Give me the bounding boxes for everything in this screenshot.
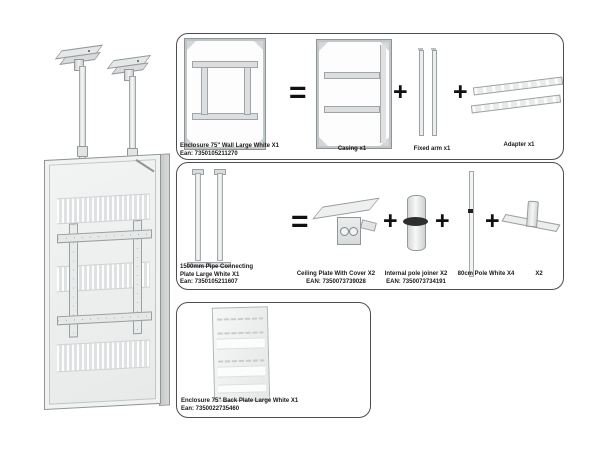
pole-foot-label: X2 (535, 271, 543, 277)
product-name: Enclosure 75" Wall Large White X1 (180, 143, 279, 149)
enclosure-front-panel (44, 153, 161, 410)
product-ean: Ean: 7350105211270 (180, 150, 238, 157)
kit-box-wall-enclosure: Enclosure 75" Wall Large White X1 Ean: 7… (176, 33, 564, 160)
product-ean: Ean: 7350022735460 (181, 405, 240, 412)
product-label: Enclosure 75" Wall Large White X1 Ean: 7… (180, 143, 279, 158)
product-name-line1: 1500mm Pipe Connecting (180, 264, 254, 270)
pole-80cm-label: 80cm Pole White X4 (457, 271, 515, 277)
pole-collar-shape (77, 146, 88, 157)
plus-symbol: + (453, 78, 468, 106)
plus-symbol: + (393, 78, 408, 106)
product-ean: Ean: 7350105211607 (180, 279, 238, 285)
equals-symbol: = (291, 205, 309, 238)
pole-foot-drawing (501, 200, 561, 245)
adapter-drawing (470, 76, 564, 128)
fixed-arm-label: Fixed arm x1 (413, 146, 451, 152)
part-name: Internal pole joiner X2 (384, 271, 448, 277)
pole-joiner-drawing (403, 193, 429, 251)
ceiling-plate-drawing (312, 193, 380, 253)
equals-symbol: = (289, 76, 307, 109)
product-name: Enclosure 75" Back Plate Large White X1 (181, 398, 299, 404)
part-name: Ceiling Plate With Cover X2 (296, 271, 376, 277)
ceiling-plate-label: Ceiling Plate With Cover X2 EAN: 7350073… (271, 271, 401, 286)
plus-symbol: + (435, 207, 450, 235)
part-ean: EAN: 7350073734191 (386, 278, 446, 285)
casing-label: Casing x1 (337, 146, 367, 152)
adapter-label: Adapter x1 (503, 142, 535, 148)
plus-symbol: + (383, 207, 398, 235)
casing-drawing (316, 39, 392, 149)
pole-80cm-drawing (467, 171, 475, 277)
vent-slots (57, 339, 150, 373)
pole-joiner-label: Internal pole joiner X2 EAN: 73500737341… (351, 271, 481, 286)
part-ean: EAN: 7350073739028 (306, 278, 366, 285)
plus-symbol: + (485, 207, 500, 235)
fixed-arm-drawing (417, 48, 439, 136)
main-product-illustration (0, 0, 180, 450)
wall-enclosure-drawing (184, 38, 266, 150)
back-plate-drawing (211, 306, 271, 402)
product-name-line2: Plate Large White X1 (180, 271, 240, 278)
product-label: 1500mm Pipe Connecting Plate Large White… (180, 264, 253, 287)
pipe-poles-drawing (185, 169, 241, 267)
kit-box-back-plate: Enclosure 75" Back Plate Large White X1 … (176, 302, 371, 418)
enclosure-drawing (44, 153, 170, 410)
kit-box-pipe-connecting: 1500mm Pipe Connecting Plate Large White… (176, 162, 564, 290)
product-label: Enclosure 75" Back Plate Large White X1 … (181, 398, 298, 413)
